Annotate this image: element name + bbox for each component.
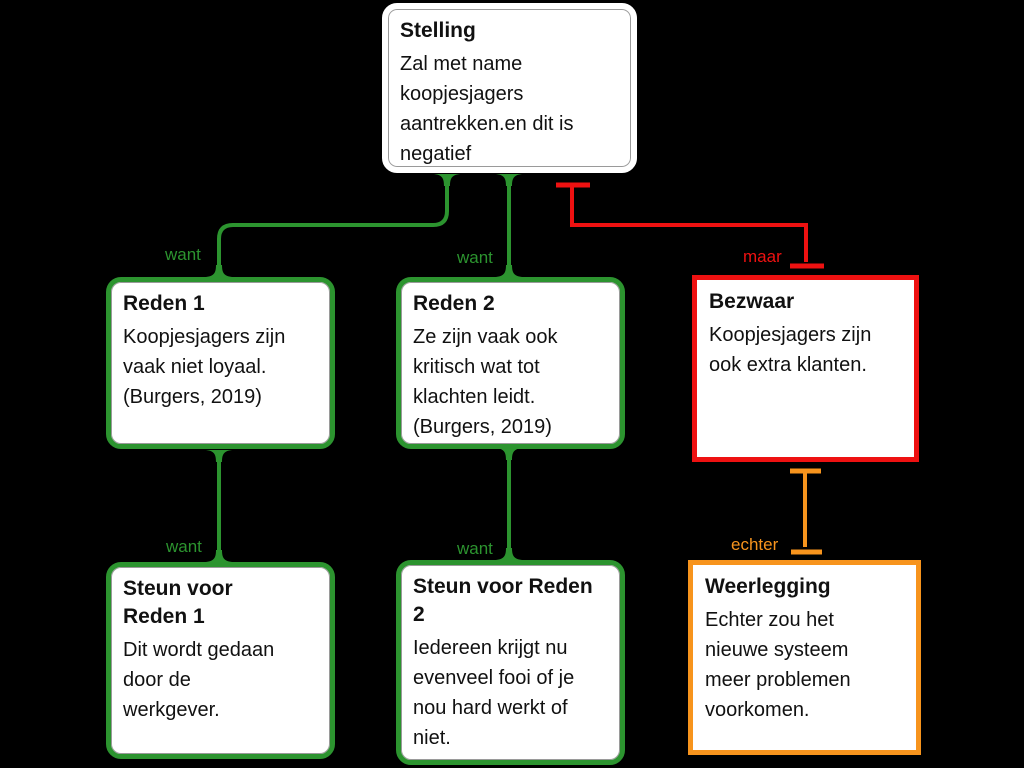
node-stelling-title: Stelling [400,19,476,42]
connector-label-echter: echter [731,535,779,554]
connector-reden2-steun2 [496,448,522,560]
node-steun2-body: Iedereen krijgt nu evenveel fooi of je n… [413,637,575,749]
node-reden1-body: Koopjesjagers zijn vaak niet loyaal. (Bu… [123,326,286,408]
node-reden2-body: Ze zijn vaak ook kritisch wat tot klacht… [413,326,558,438]
node-bezwaar[interactable]: Bezwaar Koopjesjagers zijn ook extra kla… [692,275,919,462]
node-stelling-body: Zal met name koopjesjagers aantrekken.en… [400,53,574,165]
connector-stelling-reden2 [496,174,522,277]
node-steun1[interactable]: Steun voor Reden 1 Dit wordt gedaan door… [106,562,335,759]
connector-stelling-reden1 [206,174,460,277]
node-steun1-title: Steun voor Reden 1 [123,577,233,628]
connector-label-want-reden2: want [457,248,493,267]
node-bezwaar-body: Koopjesjagers zijn ook extra klanten. [709,324,872,376]
node-weerlegging[interactable]: Weerlegging Echter zou het nieuwe systee… [688,560,921,755]
connector-reden1-steun1 [206,450,232,562]
connector-label-want-steun1: want [166,537,202,556]
node-reden2[interactable]: Reden 2 Ze zijn vaak ook kritisch wat to… [396,277,625,449]
connector-label-want-reden1: want [165,245,201,264]
node-stelling[interactable]: Stelling Zal met name koopjesjagers aant… [382,3,637,173]
node-bezwaar-title: Bezwaar [709,290,795,313]
connector-label-maar: maar [743,247,782,266]
connector-label-want-steun2: want [457,539,493,558]
node-reden1-title: Reden 1 [123,292,205,315]
node-weerlegging-title: Weerlegging [705,575,831,598]
node-reden2-title: Reden 2 [413,292,495,315]
connector-bezwaar-stelling [556,182,824,269]
node-reden1[interactable]: Reden 1 Koopjesjagers zijn vaak niet loy… [106,277,335,449]
node-weerlegging-body: Echter zou het nieuwe systeem meer probl… [705,609,851,721]
node-steun2[interactable]: Steun voor Reden 2 Iedereen krijgt nu ev… [396,560,625,765]
node-steun2-title: Steun voor Reden 2 [413,575,593,626]
node-steun1-body: Dit wordt gedaan door de werkgever. [123,639,275,721]
connector-weerlegging-bezwaar [790,468,822,555]
